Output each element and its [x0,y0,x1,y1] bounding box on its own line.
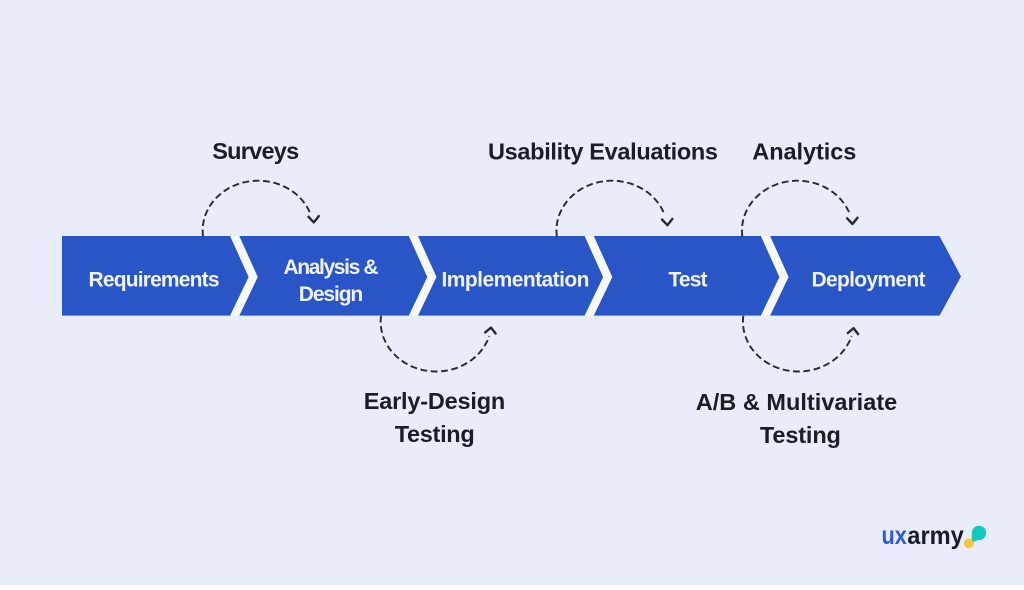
svg-text:Test: Test [669,269,708,292]
svg-text:Usability Evaluations: Usability Evaluations [488,139,718,165]
svg-text:Analytics: Analytics [752,139,856,165]
svg-text:Requirements: Requirements [89,269,220,292]
svg-text:Implementation: Implementation [442,269,590,292]
svg-text:Testing: Testing [395,421,475,447]
svg-text:Early-Design: Early-Design [364,388,506,414]
svg-text:army: army [907,522,964,550]
svg-text:Analysis &: Analysis & [284,256,379,279]
svg-text:Deployment: Deployment [812,269,926,292]
svg-text:A/B & Multivariate: A/B & Multivariate [696,389,898,415]
svg-text:Surveys: Surveys [212,138,299,164]
svg-text:Design: Design [299,283,364,306]
svg-text:ux: ux [882,522,907,550]
svg-text:Testing: Testing [760,422,841,448]
